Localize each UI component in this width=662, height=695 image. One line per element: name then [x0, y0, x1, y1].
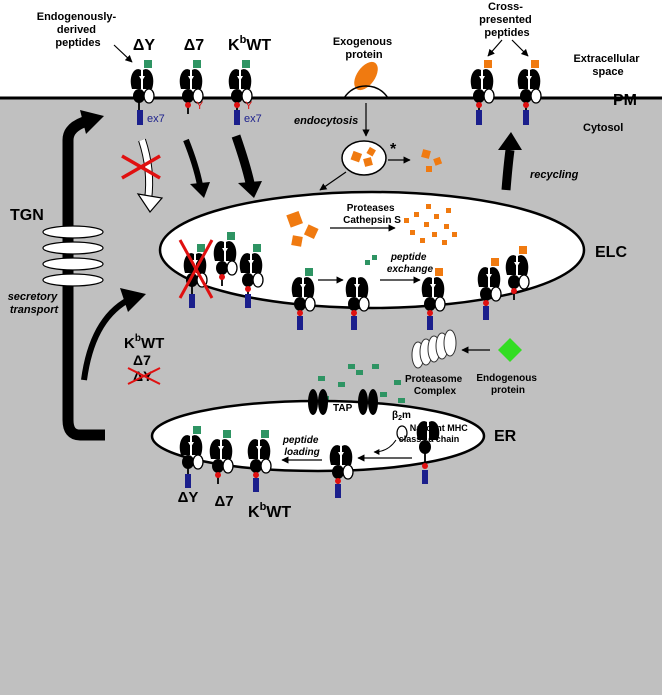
- peptide-exchange-label: peptide exchange: [387, 252, 434, 275]
- surface-mhc-delta-7: Y: [178, 60, 204, 115]
- er-mhc-assembled: [328, 444, 354, 498]
- er-to-elc-arrow: [81, 297, 130, 381]
- elc-mhc-loaded-2: [504, 246, 530, 301]
- elc-mhc-delta-y-degraded: [178, 239, 214, 308]
- proteasome-complex-label: Proteasome Complex: [405, 374, 465, 397]
- proteases-label: Proteases Cathepsin S: [343, 203, 401, 226]
- elc-peptide-cloud: [404, 204, 457, 245]
- secretory-transport-label: secretory transport: [8, 291, 61, 316]
- er-compartment: [150, 399, 486, 473]
- internalization-arrow-kb-wt: [231, 134, 255, 184]
- er-to-elc-arrowhead: [120, 288, 146, 312]
- tap-transporter: [308, 389, 378, 415]
- tgn-stack: [42, 225, 104, 287]
- pm-label: PM: [613, 92, 637, 109]
- er-to-elc-delta-7-label: Δ7: [133, 352, 151, 368]
- exchanging-green-peptides: [365, 255, 377, 265]
- elc-mhc-loaded-1: [476, 258, 502, 320]
- internalization-arrowhead-delta-7: [190, 182, 210, 198]
- er-mhc-delta-7: [208, 430, 234, 485]
- endogenous-peptides-pointer: [113, 44, 133, 63]
- surface-mhc-cross-presented-1: [469, 60, 495, 125]
- endogenous-protein-shape: [498, 338, 522, 362]
- y-residue-label-kb: Y: [245, 100, 253, 112]
- delta-y-label: ΔY: [133, 37, 156, 54]
- er-mhc-delta-y: [178, 426, 204, 488]
- cross-presented-pointer-right: [511, 39, 529, 57]
- y-residue-label: Y: [196, 100, 204, 112]
- er-to-elc-kb-wt-label: KbWT: [124, 333, 164, 352]
- cytosol-region: [0, 98, 662, 695]
- exogenous-protein-shape: [354, 61, 378, 91]
- recycling-arrow: [501, 149, 515, 191]
- peptide-loading-label: peptide loading: [282, 435, 321, 458]
- released-fragment: [421, 149, 431, 159]
- er-kb-wt-label: KbWT: [248, 501, 291, 521]
- proteasome-complex: [411, 329, 457, 369]
- vesicle-fragment: [366, 146, 376, 157]
- beta2m-label: β2m: [392, 410, 411, 422]
- beta2m-shape: [396, 425, 408, 441]
- elc-mhc-kb-wt: [238, 244, 264, 308]
- vesicle-fragment: [350, 150, 363, 163]
- extracellular-space-label: Extracellular space: [573, 53, 642, 78]
- beta2m-arrow: [373, 439, 397, 455]
- surface-mhc-kb-wt: Y ex7: [227, 60, 262, 125]
- tgn-label: TGN: [10, 207, 44, 224]
- vesicle-to-elc-arrow: [319, 171, 347, 191]
- surface-mhc-cross-presented-2: [516, 60, 542, 125]
- recycling-arrowhead: [498, 132, 522, 150]
- elc-protein-fragment: [286, 210, 303, 228]
- er-delta-y-label: ΔY: [178, 489, 199, 506]
- elc-protein-fragment: [303, 224, 319, 239]
- er-label: ER: [494, 428, 517, 445]
- elc-mhc-exchange-start: [290, 268, 316, 330]
- ex7-label-kb: ex7: [244, 113, 262, 125]
- er-delta-7-label: Δ7: [214, 493, 233, 510]
- recycling-label: recycling: [530, 169, 579, 181]
- secretory-pathway-arrow: [62, 116, 105, 441]
- secretory-pathway-arrowhead: [80, 110, 104, 134]
- endogenous-protein-label: Endogenous protein: [476, 373, 539, 396]
- delta-7-label: Δ7: [184, 37, 205, 54]
- asterisk-label: *: [390, 141, 397, 158]
- delta-y-cross-b: [127, 367, 161, 385]
- endosome-vesicle: [341, 140, 387, 176]
- elc-mhc-delta-7: [212, 232, 238, 287]
- surface-mhc-delta-y: ex7: [129, 60, 165, 125]
- vesicle-fragment: [363, 157, 373, 167]
- cytosol-label: Cytosol: [583, 122, 623, 134]
- released-fragment: [426, 166, 432, 172]
- endogenously-derived-peptides-label: Endogenously- derived peptides: [37, 11, 120, 49]
- elc-mhc-empty: [344, 276, 370, 330]
- ex7-label: ex7: [147, 113, 165, 125]
- elc-mhc-exchanged: [420, 268, 446, 330]
- er-mhc-kb-wt: [246, 430, 272, 492]
- internalization-arrow-delta-7: [183, 138, 203, 186]
- released-fragment: [433, 156, 443, 166]
- elc-label: ELC: [595, 244, 627, 261]
- er-mhc-nascent: [416, 421, 440, 484]
- internalization-arrowhead-kb-wt: [238, 181, 262, 198]
- extracellular-region: [0, 0, 662, 98]
- kb-wt-label: KbWT: [228, 34, 271, 54]
- elc-protein-fragment: [291, 235, 303, 247]
- endocytosis-label: endocytosis: [294, 115, 358, 127]
- cross-presented-pointer-left: [487, 39, 503, 57]
- exogenous-protein-label: Exogenous protein: [333, 36, 395, 61]
- tap-label: TAP: [333, 403, 353, 414]
- blocked-internalization-delta-y: [121, 138, 164, 213]
- cross-presented-peptides-label: Cross- presented peptides: [479, 1, 535, 39]
- endocytic-pit: [343, 85, 389, 99]
